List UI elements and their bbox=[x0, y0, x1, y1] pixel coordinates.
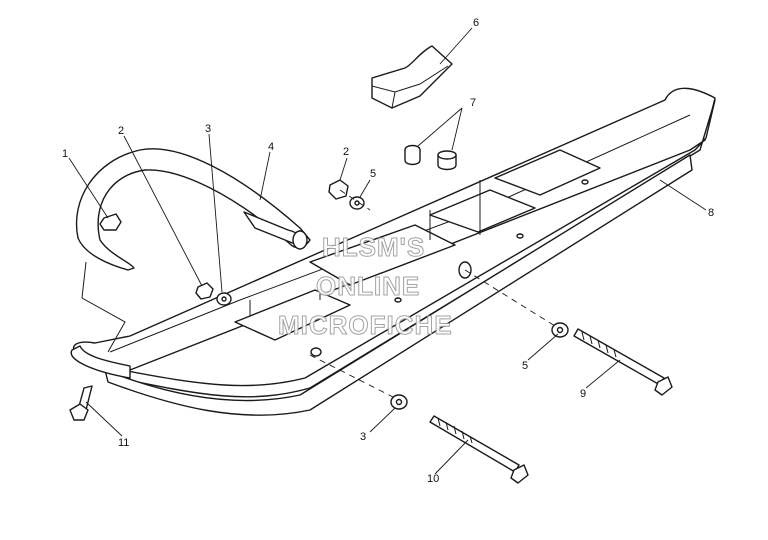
callout-9: 9 bbox=[580, 388, 586, 400]
washer-part-3-left bbox=[216, 292, 232, 306]
callout-8: 8 bbox=[708, 207, 714, 219]
nut-part-2-top bbox=[328, 179, 349, 200]
callout-3-lower: 3 bbox=[360, 431, 366, 443]
washer-part-3-lower bbox=[390, 394, 408, 410]
nut-part-2-left bbox=[195, 282, 214, 300]
bolt-part-10 bbox=[429, 415, 529, 484]
callout-3-left: 3 bbox=[205, 123, 211, 135]
leader-lines bbox=[68, 27, 707, 475]
callout-7: 7 bbox=[470, 97, 476, 109]
callout-4: 4 bbox=[268, 141, 274, 153]
watermark-line-1: HLSM'S bbox=[322, 232, 425, 262]
watermark-line-2: ONLINE bbox=[316, 271, 420, 301]
stud-part-11 bbox=[69, 385, 93, 421]
callout-10: 10 bbox=[427, 473, 439, 485]
washer-part-5-right bbox=[551, 322, 569, 338]
callout-1: 1 bbox=[62, 148, 68, 160]
callout-5-right: 5 bbox=[522, 360, 528, 372]
callout-2-left: 2 bbox=[118, 125, 124, 137]
ski-body bbox=[70, 87, 716, 416]
watermark: HLSM'S ONLINE MICROFICHE bbox=[278, 232, 453, 341]
callout-labels: 1 2 3 4 2 5 6 7 8 5 9 3 10 11 bbox=[62, 17, 714, 485]
watermark-line-3: MICROFICHE bbox=[278, 310, 453, 340]
callout-5-top: 5 bbox=[370, 168, 376, 180]
callout-11: 11 bbox=[118, 437, 129, 449]
ski-loop-handle bbox=[75, 148, 311, 353]
bolt-part-9 bbox=[573, 328, 673, 396]
washer-part-5-top bbox=[349, 196, 365, 210]
bushing-part-7 bbox=[404, 144, 457, 171]
nut-part-1 bbox=[99, 213, 122, 231]
callout-6: 6 bbox=[473, 17, 479, 29]
callout-2-top: 2 bbox=[343, 146, 349, 158]
wear-pad-part-6 bbox=[371, 45, 453, 109]
